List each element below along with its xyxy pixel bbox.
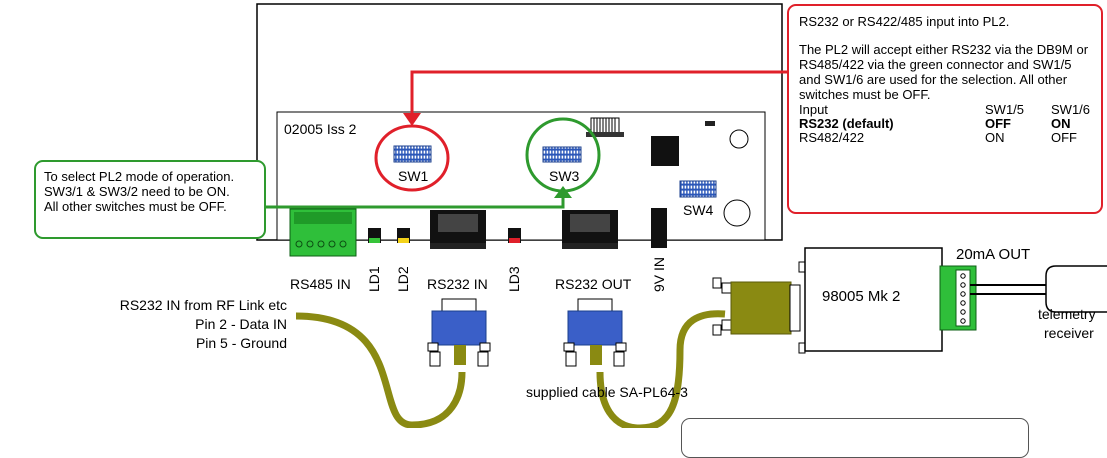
converter-box [804, 247, 943, 352]
sw1-label: SW1 [398, 168, 429, 184]
cable-label: supplied cable SA-PL64-3 [526, 384, 688, 400]
rs485-terminal-block [289, 208, 357, 257]
mounting-hole [729, 129, 749, 149]
switch-setting-table: Input SW1/5 SW1/6 RS232 (default) OFF ON… [799, 103, 1091, 145]
converter-label: 98005 Mk 2 [822, 288, 901, 305]
rs232-in-cable [295, 312, 466, 428]
ld2-label: LD2 [395, 266, 411, 292]
pl2-mode-note-line3: All other switches must be OFF. [44, 199, 227, 214]
table-row: RS482/422 ON OFF [799, 131, 1091, 145]
rs485-in-label: RS485 IN [290, 276, 351, 292]
ld3-led [508, 228, 521, 243]
ic-chip [651, 136, 679, 166]
ld1-led [368, 228, 381, 243]
output-label: 20mA OUT [956, 246, 1031, 263]
sw4-dip-switch [679, 180, 717, 198]
mounting-hole [723, 199, 751, 227]
rs232-source-line2: Pin 2 - Data IN [195, 316, 287, 332]
sw1-dip-switch [393, 145, 432, 163]
rs232-source-line3: Pin 5 - Ground [195, 335, 287, 351]
pl2-mode-note-line2: SW3/1 & SW3/2 need to be ON. [44, 184, 230, 199]
small-jumper [705, 121, 715, 126]
rs232-in-connector [430, 210, 486, 249]
power-in-label: 9V IN [651, 256, 667, 292]
diagram-canvas [256, 3, 1107, 428]
table-cell: RS482/422 [799, 130, 865, 145]
pin-header [586, 117, 624, 137]
table-cell: OFF [985, 116, 1011, 131]
receiver-label-line2: receiver [1044, 325, 1094, 341]
rs232-in-plug [427, 298, 491, 367]
table-cell: ON [1051, 116, 1071, 131]
sw4-label: SW4 [683, 202, 714, 218]
pl2-mode-note: To select PL2 mode of operation. SW3/1 &… [34, 160, 266, 239]
table-header-cell: SW1/6 [1051, 102, 1091, 117]
rs232-in-label: RS232 IN [427, 276, 488, 292]
table-cell: RS232 (default) [799, 116, 894, 131]
ld1-label: LD1 [366, 266, 382, 292]
pl2-mode-note-line1: To select PL2 mode of operation. [44, 169, 235, 184]
ld3-label: LD3 [506, 266, 522, 292]
table-cell: OFF [1051, 130, 1077, 145]
table-row: RS232 (default) OFF ON [799, 117, 1091, 131]
sw3-label: SW3 [549, 168, 580, 184]
bottom-note-box [681, 418, 1029, 458]
rs232-source-line1: RS232 IN from RF Link etc [119, 297, 287, 313]
rs232-out-connector [562, 210, 618, 249]
table-header-cell: SW1/5 [985, 102, 1025, 117]
ld2-led [397, 228, 410, 243]
sw3-dip-switch [542, 146, 582, 163]
table-header-cell: Input [799, 102, 828, 117]
receiver-box [1045, 265, 1107, 313]
input-note-title: RS232 or RS422/485 input into PL2. [799, 14, 1010, 29]
power-jack [651, 208, 667, 248]
pcb-board [276, 111, 766, 241]
converter-plug [712, 261, 806, 354]
converter-terminal [939, 265, 977, 331]
table-header-row: Input SW1/5 SW1/6 [799, 103, 1091, 117]
green-arrow [266, 186, 572, 209]
input-note-body: The PL2 will accept either RS232 via the… [799, 42, 1089, 102]
input-selection-note: RS232 or RS422/485 input into PL2. The P… [787, 4, 1103, 214]
board-id-label: 02005 Iss 2 [284, 121, 357, 137]
rs232-out-label: RS232 OUT [555, 276, 632, 292]
red-arrow [403, 70, 790, 126]
rs232-out-cable [596, 310, 726, 428]
rs232-out-plug [563, 298, 627, 367]
receiver-label-line1: telemetry [1038, 306, 1096, 322]
table-cell: ON [985, 130, 1005, 145]
